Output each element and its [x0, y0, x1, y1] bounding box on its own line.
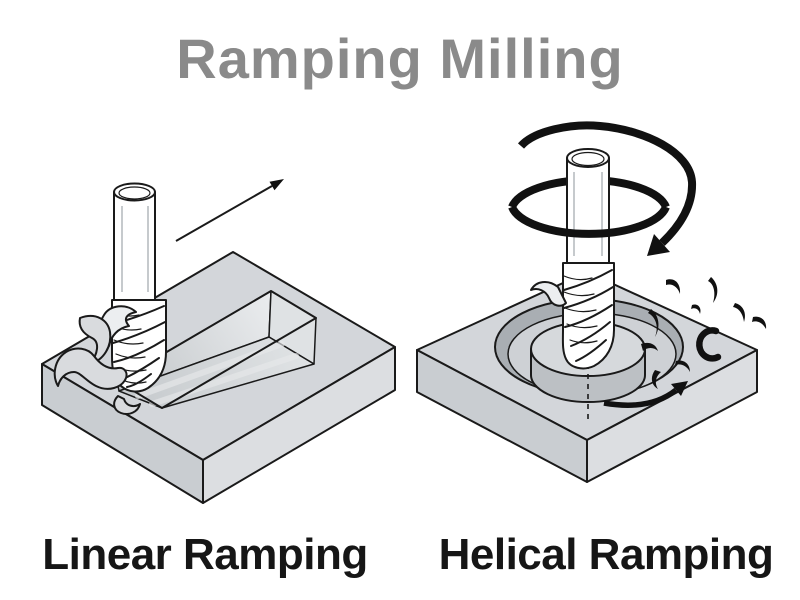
rib-line	[563, 291, 595, 297]
end-mill-right	[561, 148, 615, 370]
rotation-ellipse-front	[508, 205, 670, 238]
rib-line	[566, 323, 598, 329]
chips-right	[641, 277, 767, 389]
shank-top	[113, 182, 156, 202]
shank-top-chamfer	[118, 186, 151, 200]
chip-fleck	[733, 303, 745, 322]
feed-arc	[603, 387, 678, 408]
diagram-title: Ramping Milling	[176, 27, 624, 90]
flute-line	[113, 339, 165, 363]
chip-fleck	[648, 309, 659, 337]
rib-line	[564, 307, 597, 313]
pocket-ramp-floor	[118, 336, 315, 409]
rib-line	[563, 275, 593, 281]
flute-line	[564, 304, 613, 328]
block-right-face	[586, 349, 758, 483]
flute-line	[575, 339, 607, 362]
helical-feed-arrow	[603, 381, 688, 408]
shank-top	[566, 148, 610, 168]
end-mill-left	[111, 182, 167, 393]
chip-spiral	[696, 327, 722, 362]
rib-line	[113, 339, 144, 345]
helical-ramping-label: Helical Ramping	[438, 530, 774, 579]
chip-fleck	[666, 279, 681, 294]
flute-line	[570, 321, 611, 347]
chip-fleck	[641, 342, 658, 351]
chip-ribbon	[53, 347, 128, 390]
shank-top-chamfer	[571, 151, 605, 167]
flute-spirals	[563, 269, 614, 362]
arrow-shaft	[175, 185, 273, 242]
chip-fleck	[691, 304, 701, 314]
linear-ramping-label: Linear Ramping	[42, 530, 368, 579]
machining-mark	[149, 353, 299, 407]
cutting-edge-ribs	[563, 275, 598, 344]
chip-fleck	[752, 316, 767, 329]
feed-arrow-head	[671, 381, 688, 396]
chips-left	[53, 305, 141, 415]
flute-line	[563, 286, 614, 309]
rotation-arrow-head	[647, 234, 670, 256]
rotation-spiral-outer	[517, 121, 697, 246]
pocket-rim	[116, 290, 317, 409]
chip-curl	[530, 281, 567, 307]
chip-fleck	[651, 370, 661, 389]
rib-line	[115, 353, 146, 359]
linear-ramping-figure	[41, 179, 396, 504]
chip-fleck	[708, 277, 718, 303]
chip-curl	[113, 395, 141, 415]
arrow-head	[269, 179, 284, 191]
helical-ramping-figure	[416, 121, 767, 483]
feed-direction-arrow	[175, 179, 284, 242]
tool-shank	[113, 191, 156, 301]
rib-line	[569, 339, 598, 344]
tool-shank	[566, 157, 610, 264]
flute-line	[563, 269, 613, 291]
chip-fleck	[675, 360, 690, 372]
block-right-face	[202, 346, 396, 504]
